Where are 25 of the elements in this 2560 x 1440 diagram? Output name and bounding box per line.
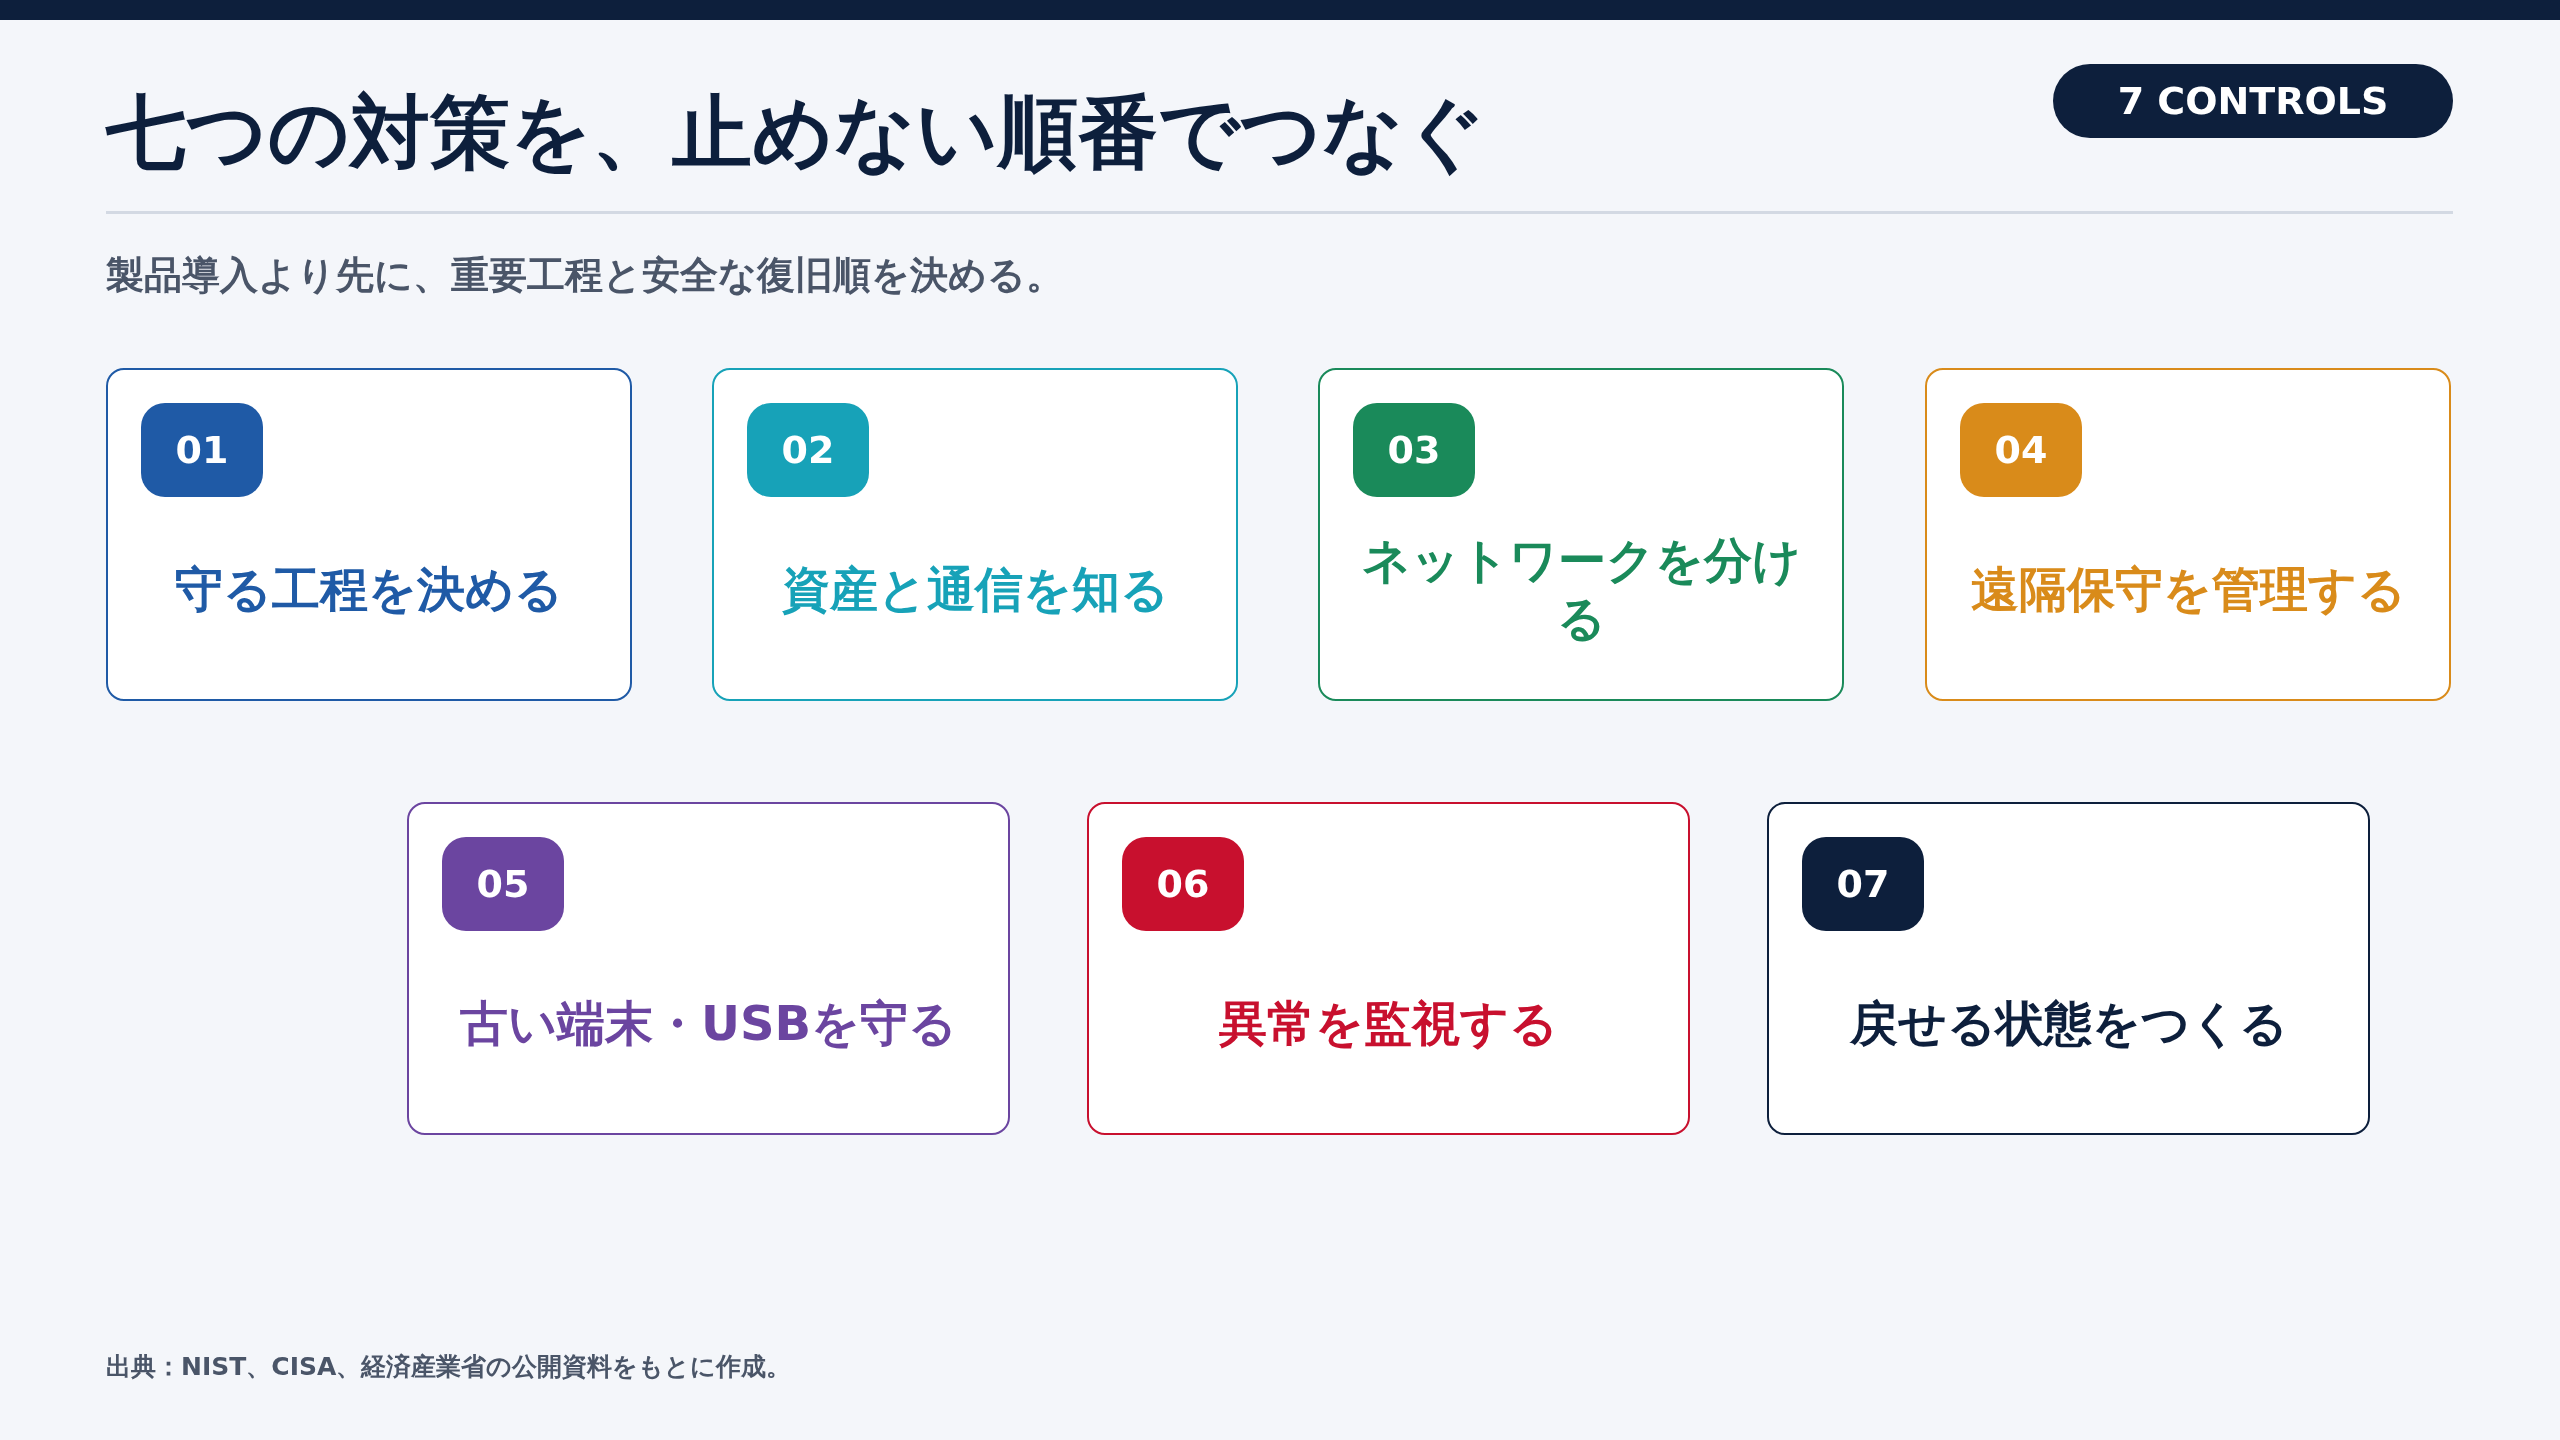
step-text: ネットワークを分ける [1360, 530, 1802, 648]
step-number: 06 [1122, 837, 1244, 931]
step-number: 04 [1960, 403, 2082, 497]
step-text: 戻せる状態をつくる [1848, 993, 2289, 1053]
step-text: 異常を監視する [1218, 993, 1559, 1053]
step-card [106, 368, 632, 701]
step-number: 05 [442, 837, 564, 931]
step-card [1925, 368, 2451, 701]
step-text: 資産と通信を知る [780, 559, 1170, 619]
source-note: 出典：NIST、CISA、経済産業省の公開資料をもとに作成。 [106, 1351, 792, 1383]
step-number: 03 [1353, 403, 1475, 497]
step-number: 01 [141, 403, 263, 497]
step-text: 古い端末・USBを守る [458, 993, 959, 1053]
title: 七つの対策を、止めない順番でつなぐ [106, 85, 1486, 181]
step-text: 遠隔保守を管理する [1969, 559, 2407, 619]
step-text: 守る工程を決める [174, 559, 564, 619]
step-number: 07 [1802, 837, 1924, 931]
step-card [1318, 368, 1844, 701]
step-card [1087, 802, 1690, 1135]
subtitle: 製品導入より先に、重要工程と安全な復旧順を決める。 [106, 252, 1064, 299]
step-number: 02 [747, 403, 869, 497]
step-card [712, 368, 1238, 701]
step-card [407, 802, 1010, 1135]
step-card [1767, 802, 2370, 1135]
pill-badge: 7 CONTROLS [2053, 64, 2453, 138]
